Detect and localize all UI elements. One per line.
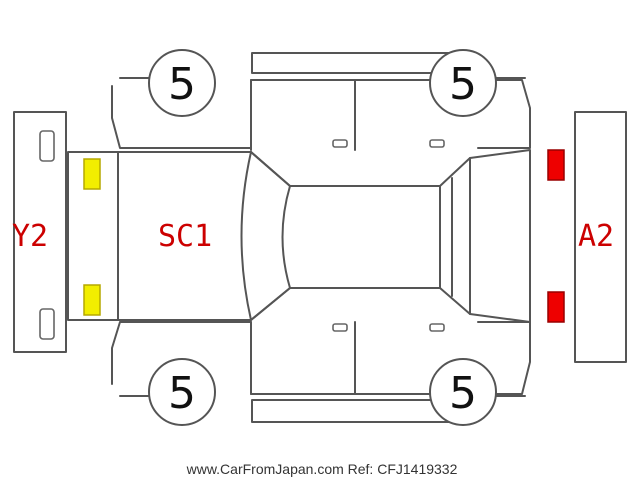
rear-bumper (13, 111, 67, 353)
tire-rear-right: 5 (429, 358, 497, 426)
rear-condition-label: Y2 (12, 219, 48, 254)
roof-cabin (67, 149, 531, 323)
front-marker-top (547, 149, 565, 181)
rear-marker-top (83, 158, 101, 190)
front-marker-bottom (547, 291, 565, 323)
rear-marker-bottom (83, 284, 101, 316)
tire-label-rear-bottom: 5 (168, 368, 196, 419)
front-condition-label: A2 (578, 219, 614, 254)
tire-rear-left: 5 (148, 358, 216, 426)
tire-front-left: 5 (148, 49, 216, 117)
tire-label-front-top: 5 (449, 59, 477, 110)
tire-front-right: 5 (429, 49, 497, 117)
bottom-side-panel (111, 321, 531, 423)
top-side-panel (111, 52, 531, 151)
watermark-text: www.CarFromJapan.com Ref: CFJ1419332 (186, 461, 458, 477)
tire-label-rear-top: 5 (168, 59, 196, 110)
front-bumper (574, 111, 627, 363)
roof-condition-label: SC1 (158, 219, 212, 254)
tire-label-front-bottom: 5 (449, 368, 477, 419)
